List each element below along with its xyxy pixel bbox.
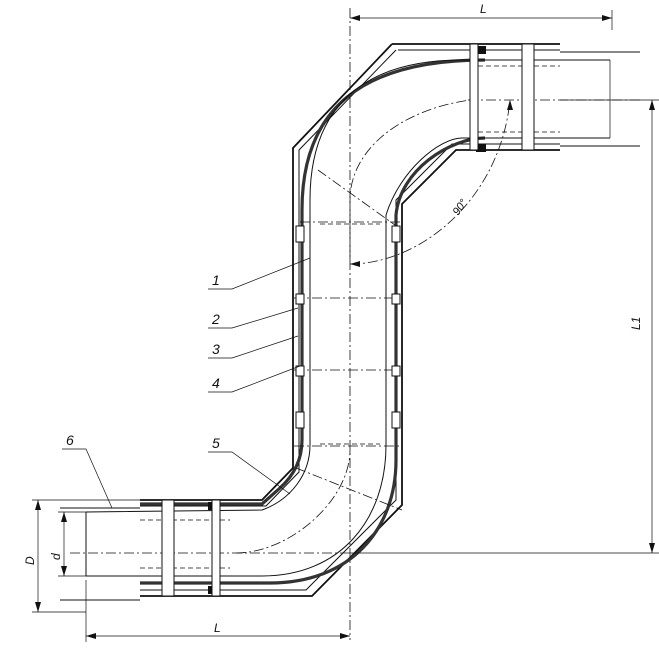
carrier-pipe xyxy=(85,59,610,577)
centre-lines xyxy=(70,8,640,640)
dimension-top-length: L xyxy=(350,2,613,30)
dimension-height: L1 xyxy=(350,99,659,554)
callout-6: 6 xyxy=(62,432,113,509)
support-brackets xyxy=(161,43,535,597)
dimension-bottom-length: L xyxy=(85,580,350,642)
callout-2: 2 xyxy=(208,307,299,329)
callout-number-1: 1 xyxy=(212,272,220,288)
angle-label: 90° xyxy=(451,197,471,218)
callout-number-4: 4 xyxy=(212,375,220,391)
callout-number-6: 6 xyxy=(66,432,74,448)
dimension-label-l1: L1 xyxy=(629,317,643,330)
insulation-layer xyxy=(140,58,486,585)
callout-1: 1 xyxy=(208,257,311,290)
callout-3: 3 xyxy=(208,335,299,359)
dimension-label-d-outer: D xyxy=(23,556,37,565)
callout-4: 4 xyxy=(208,365,301,393)
callout-5: 5 xyxy=(208,435,291,495)
dimension-label-bottom-l: L xyxy=(214,621,221,635)
dimension-label-d-inner: d xyxy=(49,553,63,560)
angle-indicator: 90° xyxy=(350,100,513,267)
dimension-label-top-l: L xyxy=(480,2,487,16)
dimension-outer-diameter: D xyxy=(23,499,140,613)
pipe-ends xyxy=(60,51,640,601)
dimension-inner-diameter: d xyxy=(49,511,86,577)
callout-number-3: 3 xyxy=(212,341,220,357)
callout-number-5: 5 xyxy=(212,435,220,451)
callout-number-2: 2 xyxy=(211,311,220,327)
